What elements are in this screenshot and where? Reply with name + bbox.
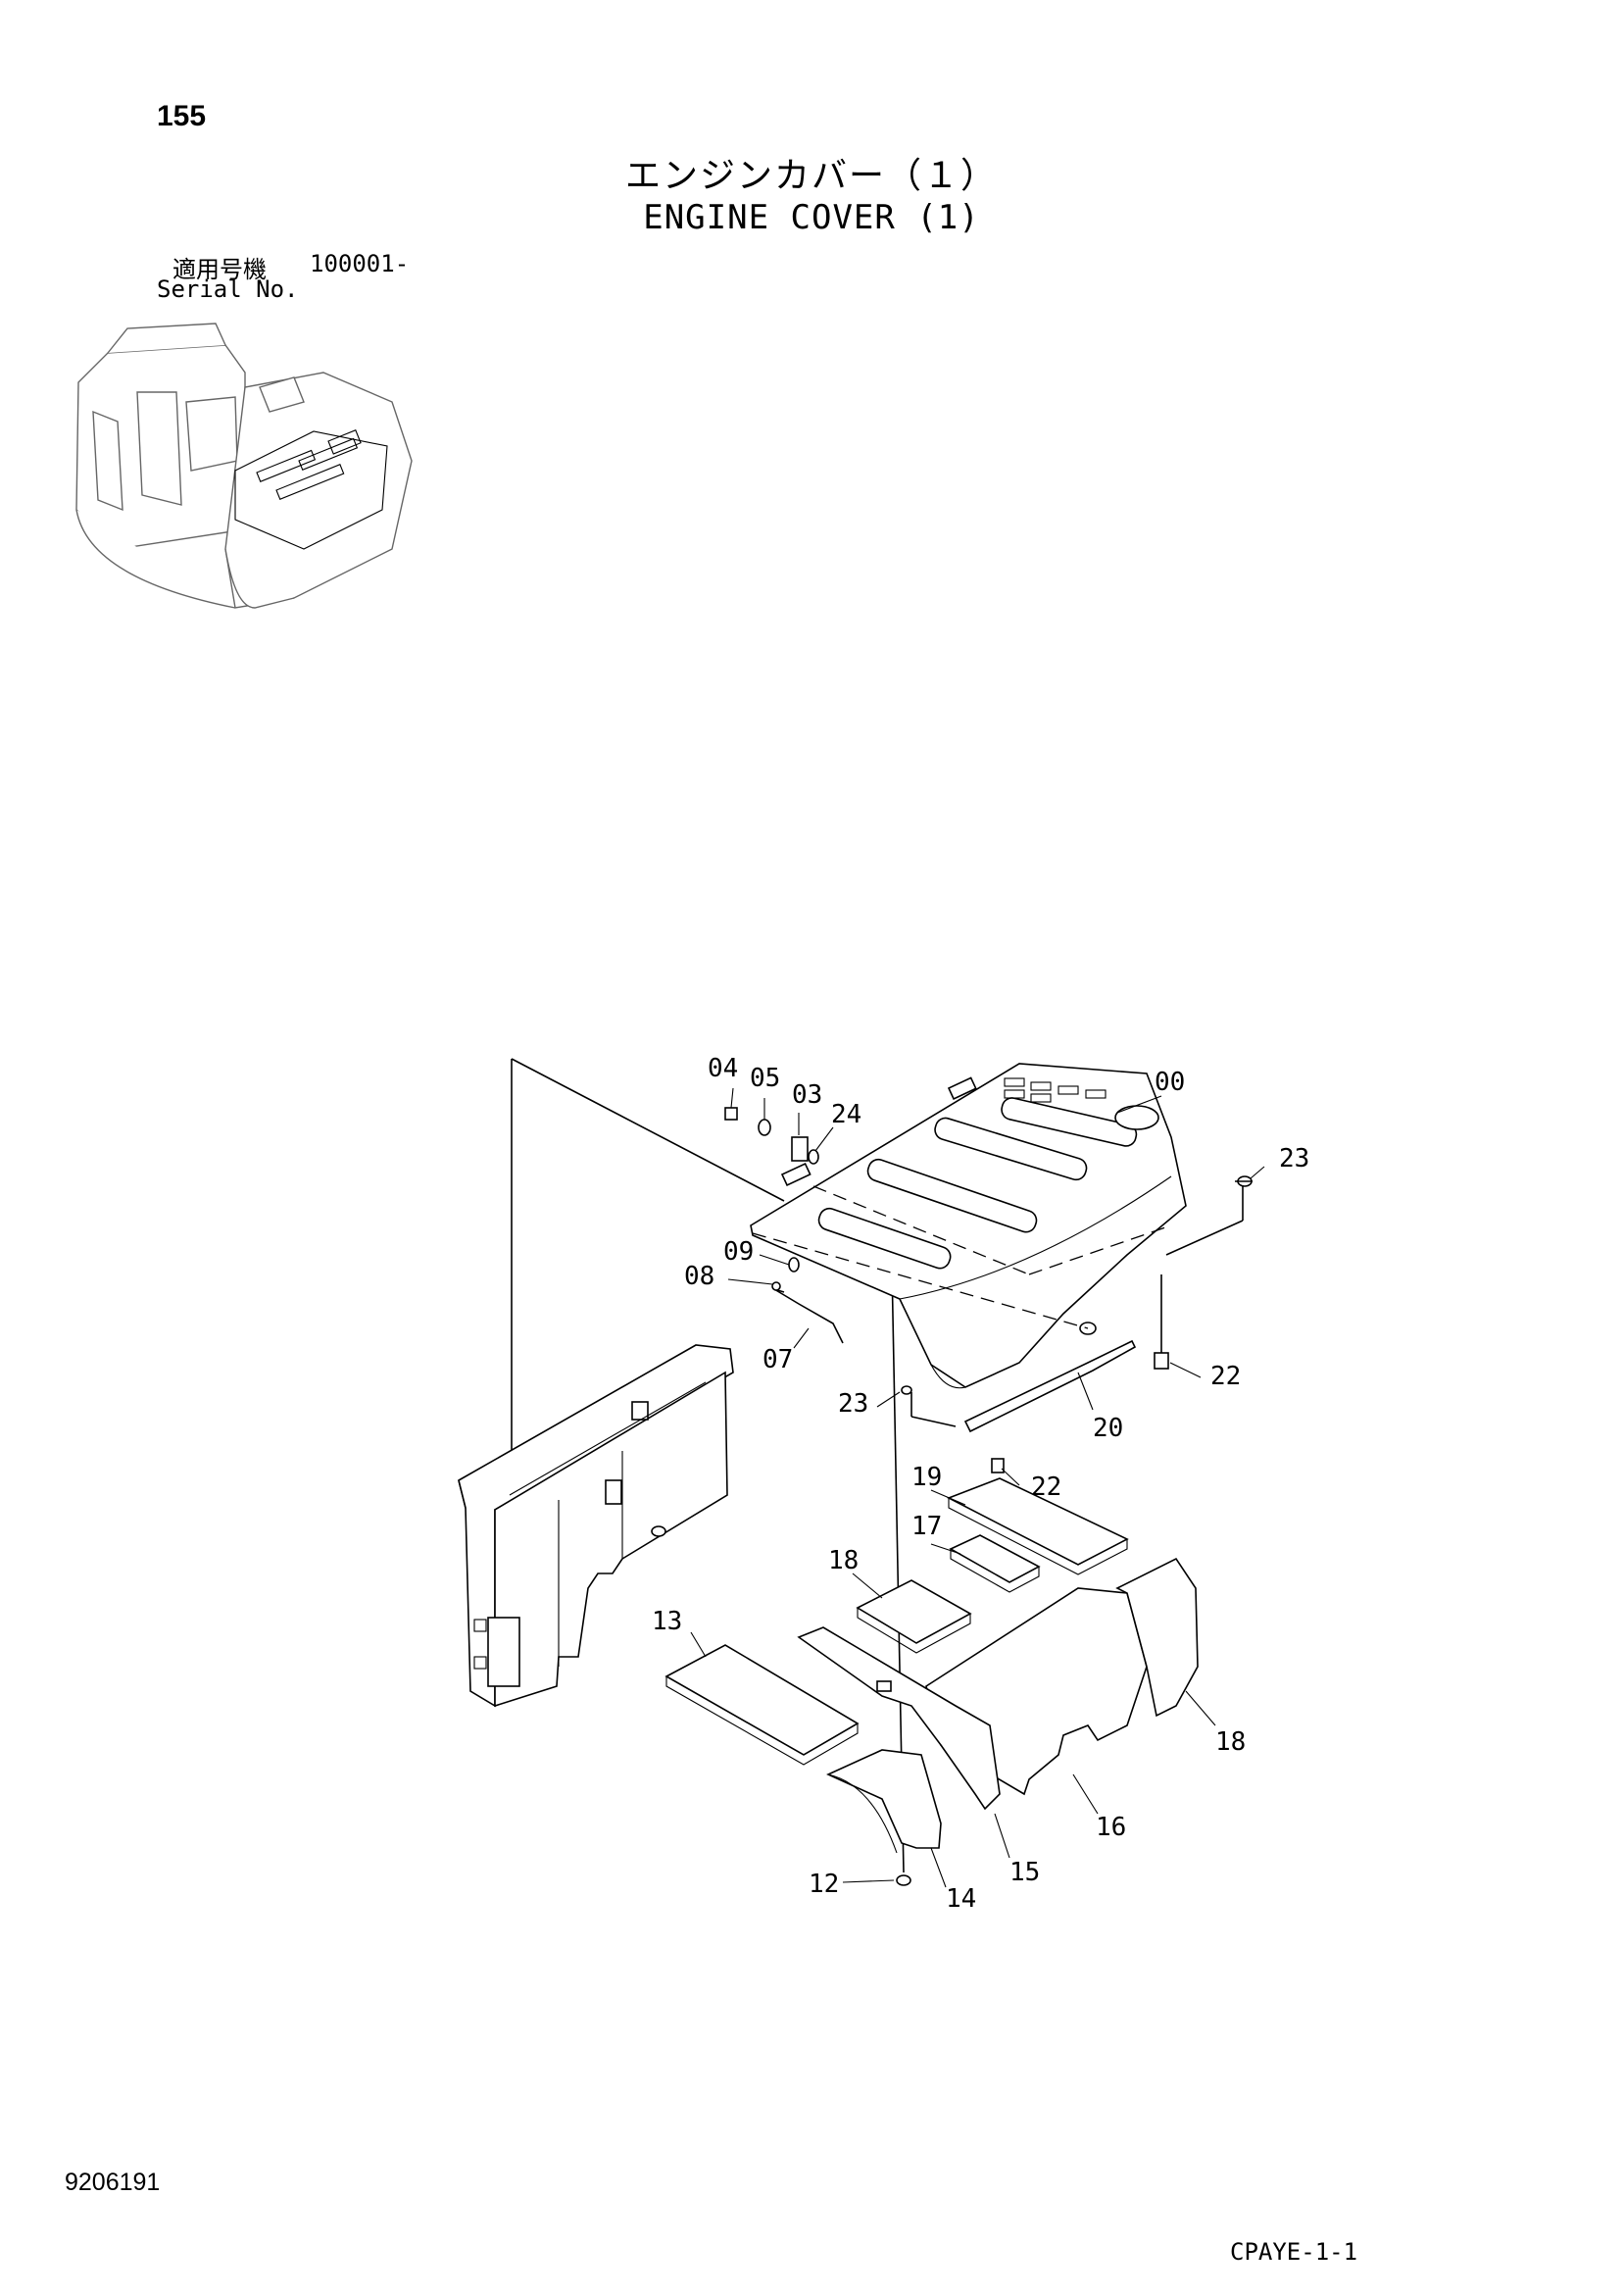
callout-15: 16 bbox=[1096, 1813, 1126, 1842]
callout-16: 17 bbox=[911, 1512, 942, 1541]
callout-labels: 04 05 03 24 00 23 09 08 07 22 23 20 19 2… bbox=[652, 1054, 1309, 1914]
callout-04: 04 bbox=[708, 1054, 738, 1083]
callout-23-right: 23 bbox=[1279, 1144, 1309, 1173]
callout-07: 07 bbox=[762, 1345, 793, 1374]
callout-03: 03 bbox=[792, 1080, 822, 1110]
pad-13 bbox=[826, 1749, 942, 1849]
callout-17: 18 bbox=[828, 1546, 859, 1575]
pad-18 bbox=[1115, 1557, 1199, 1718]
callout-19: 19 bbox=[911, 1463, 942, 1492]
callout-12: 13 bbox=[652, 1607, 682, 1636]
page-code: CPAYE-1-1 bbox=[1230, 2238, 1358, 2266]
callout-05: 05 bbox=[750, 1064, 780, 1093]
stay-rod-part-07 bbox=[771, 1257, 844, 1344]
excavator-outline bbox=[75, 323, 413, 609]
serial-label-japanese: 適用号機 bbox=[172, 256, 267, 283]
callout-13: 14 bbox=[946, 1884, 976, 1914]
callout-22-lower: 22 bbox=[1031, 1472, 1061, 1502]
hinge-latch-parts bbox=[724, 1107, 819, 1186]
page-title-english: ENGINE COVER (1) bbox=[643, 198, 980, 237]
callout-09: 09 bbox=[723, 1237, 754, 1267]
callout-22-right: 22 bbox=[1210, 1362, 1241, 1391]
callout-23-left: 23 bbox=[838, 1389, 868, 1419]
callout-11: 12 bbox=[809, 1870, 839, 1899]
side-panel-assembly bbox=[458, 1344, 734, 1708]
serial-label-english: Serial No. bbox=[157, 275, 299, 303]
callout-20: 20 bbox=[1093, 1414, 1123, 1443]
reference-line-panel-to-cover bbox=[511, 1058, 785, 1202]
engine-cover-part-00 bbox=[750, 1063, 1187, 1389]
serial-number-range: 100001- bbox=[310, 250, 410, 277]
insulation-pads-12-to-19 bbox=[664, 1477, 1199, 1886]
pad-14 bbox=[797, 1626, 1001, 1811]
callout-00: 00 bbox=[1155, 1068, 1185, 1097]
page-number: 155 bbox=[157, 100, 207, 132]
page-title-japanese: エンジンカバー（１） bbox=[624, 156, 998, 196]
engine-cover-highlight bbox=[234, 429, 388, 550]
callout-24: 24 bbox=[831, 1100, 861, 1129]
pad-16 bbox=[949, 1534, 1041, 1583]
fasteners-and-seal bbox=[901, 1175, 1253, 1473]
callout-18: 18 bbox=[1215, 1727, 1246, 1757]
pad-12 bbox=[664, 1644, 860, 1756]
callout-leaders bbox=[690, 1087, 1265, 1888]
document-number: 9206191 bbox=[65, 2169, 161, 2196]
pad-17 bbox=[856, 1579, 972, 1644]
callout-08: 08 bbox=[684, 1262, 714, 1291]
callout-14: 15 bbox=[1009, 1858, 1040, 1887]
